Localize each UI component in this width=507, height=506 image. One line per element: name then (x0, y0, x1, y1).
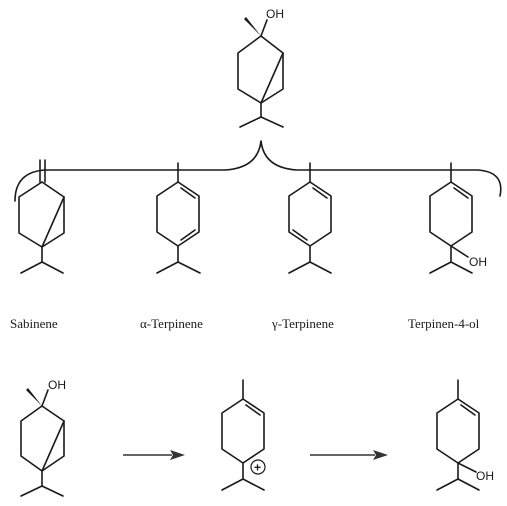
hydroxyl-label-bottom-right: OH (476, 469, 494, 483)
sabinene-structure (18, 159, 65, 274)
reaction-arrow-2 (310, 450, 388, 460)
gamma-terpinene-structure (288, 162, 332, 274)
cation-charge-circle (250, 459, 266, 475)
reaction-arrow-1 (123, 450, 185, 460)
cation-charge-sign: + (254, 461, 261, 475)
label-gamma-terpinene: γ-Terpinene (271, 316, 334, 331)
hydroxyl-label-terpinen-4-ol: OH (469, 255, 487, 269)
label-alpha-terpinene: α-Terpinene (140, 316, 203, 331)
label-terpinen-4-ol: Terpinen-4-ol (408, 316, 480, 331)
terpinen-4-ol-product-structure: OH (436, 379, 494, 491)
label-sabinene: Sabinene (10, 316, 58, 331)
alpha-terpinene-structure (156, 162, 201, 274)
hydroxyl-label-top: OH (266, 7, 284, 21)
sabinene-hydrate-bottom-structure: OH (20, 378, 66, 497)
terpinen-4-ol-structure: OH (429, 162, 487, 274)
product-brace (14, 140, 502, 202)
hydroxyl-label-bottom-left: OH (48, 378, 66, 392)
terpinen-4-yl-cation-structure: + (221, 379, 266, 491)
sabinene-hydrate-top-structure: OH (237, 7, 284, 128)
